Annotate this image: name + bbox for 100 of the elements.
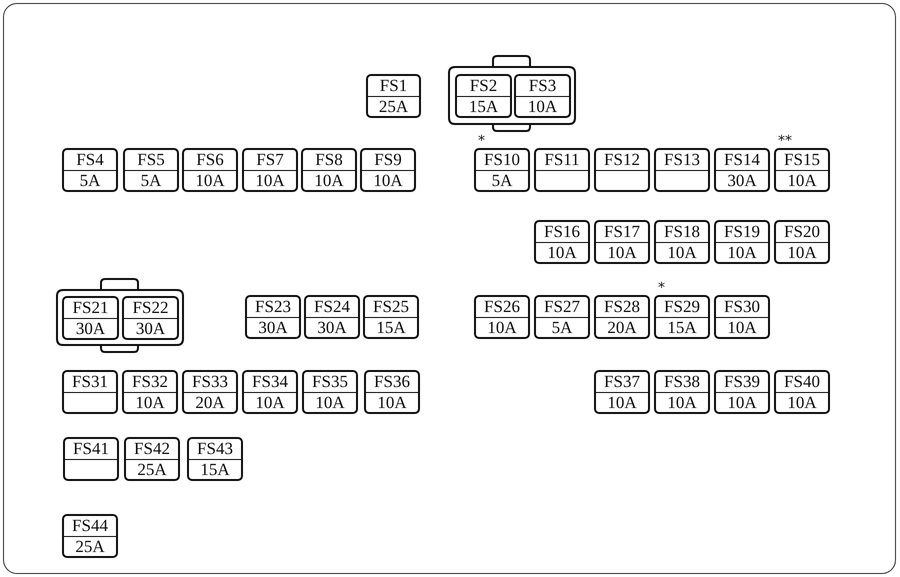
- fuse: [594, 295, 650, 339]
- fuse: [654, 295, 710, 339]
- fuse-label: FS40: [784, 373, 820, 390]
- fuse-label: FS8: [315, 151, 343, 168]
- fuse: [774, 220, 830, 264]
- fuse-rating: 10A: [727, 318, 757, 336]
- fuse-label: FS4: [76, 151, 104, 168]
- fuse-rating: 10A: [787, 394, 817, 411]
- fuse-label: FS23: [255, 298, 291, 316]
- fuse: [122, 296, 179, 340]
- fuse-rating: 10A: [315, 394, 345, 411]
- fuse-label: FS35: [312, 373, 348, 390]
- fuse-label: FS31: [72, 373, 108, 390]
- fuse-rating: 15A: [667, 318, 697, 336]
- fuse: [62, 296, 119, 340]
- fuse-label: FS26: [484, 298, 520, 316]
- fuse-label: FS21: [72, 299, 108, 316]
- fuse-label: FS20: [784, 223, 820, 240]
- fuse: [182, 370, 238, 414]
- fuse: [594, 370, 650, 414]
- fuse: [714, 148, 770, 192]
- fuse: [534, 220, 590, 264]
- fuse-rating: 15A: [468, 98, 498, 115]
- fuse-rating: 5A: [492, 172, 512, 189]
- fuse-label: FS1: [380, 77, 408, 94]
- fuse-label: FS38: [664, 373, 700, 390]
- fuse: [187, 437, 243, 481]
- fuse-label: FS30: [724, 298, 760, 316]
- fuse-label: FS5: [137, 151, 165, 168]
- fuse-label: FS10: [484, 151, 520, 168]
- fuse: [714, 295, 770, 339]
- fuse-label: FS34: [252, 373, 288, 390]
- fuse-rating: 10A: [487, 318, 517, 336]
- fuse-rating: 10A: [377, 394, 407, 411]
- fuse-rating: 15A: [376, 318, 406, 336]
- fuse-label: FS14: [724, 151, 760, 168]
- fuse: [654, 370, 710, 414]
- fuse: [514, 74, 571, 118]
- fuse-rating: 10A: [135, 394, 165, 411]
- fuse-rating: 30A: [727, 172, 757, 189]
- fuse-rating: 10A: [787, 244, 817, 261]
- fuse-label: FS16: [544, 223, 580, 240]
- fuse-label: FS29: [664, 298, 700, 316]
- fuse: [301, 148, 357, 192]
- fuse-holder: [56, 278, 184, 353]
- fuse: [534, 295, 590, 339]
- fuse-label: FS15: [784, 151, 820, 168]
- fuse: [242, 370, 298, 414]
- footnote-mark: *: [658, 282, 665, 292]
- fuse-label: FS13: [664, 151, 700, 168]
- fuse-rating: 10A: [195, 172, 225, 189]
- fuse-label: FS2: [470, 77, 498, 94]
- fuse-label: FS9: [374, 151, 402, 168]
- fuse: [360, 148, 416, 192]
- fuse: [363, 295, 419, 339]
- fuse-label: FS32: [132, 373, 168, 390]
- fuse: [366, 74, 421, 118]
- fuse: [122, 370, 178, 414]
- fuse: [774, 370, 830, 414]
- fuse-label: FS3: [528, 77, 556, 94]
- fuse-label: FS39: [724, 373, 760, 390]
- fuse-label: FS17: [604, 223, 640, 240]
- fuse-label: FS22: [132, 299, 168, 316]
- fuse-label: FS41: [73, 440, 109, 458]
- fuse-rating: 10A: [727, 244, 757, 261]
- fuse: [62, 370, 118, 414]
- fuse: [62, 148, 118, 192]
- fuse-rating: 5A: [80, 172, 100, 189]
- fuse-label: FS44: [72, 517, 108, 534]
- fuse: [714, 220, 770, 264]
- fuse-rating: 10A: [607, 244, 637, 261]
- fuse-rating: 10A: [667, 244, 697, 261]
- fuse-rating: 15A: [200, 460, 230, 478]
- fuse-rating: 10A: [547, 244, 577, 261]
- fuse-rating: 30A: [136, 320, 166, 337]
- fuse-rating: 30A: [76, 320, 106, 337]
- fuse-rating: 20A: [607, 318, 637, 336]
- fuse-label: FS24: [314, 298, 350, 316]
- fuse-label: FS27: [544, 298, 580, 316]
- fuse-label: FS25: [373, 298, 409, 316]
- fuse-label: FS42: [134, 440, 170, 458]
- fuse: [474, 148, 530, 192]
- fuse-rating: 10A: [255, 394, 285, 411]
- fuse: [302, 370, 358, 414]
- fuse: [123, 148, 179, 192]
- fuse: [654, 220, 710, 264]
- fuse-label: FS43: [197, 440, 233, 458]
- fuse-label: FS37: [604, 373, 640, 390]
- fuse-rating: 25A: [75, 538, 105, 555]
- fuse-rating: 10A: [607, 394, 637, 411]
- fuse-label: FS28: [604, 298, 640, 316]
- fuse: [182, 148, 238, 192]
- fuse-rating: 10A: [373, 172, 403, 189]
- fuse-label: FS6: [196, 151, 224, 168]
- fuse-label: FS18: [664, 223, 700, 240]
- fuse: [594, 220, 650, 264]
- fuse-rating: 10A: [727, 394, 757, 411]
- fuse-label: FS7: [256, 151, 284, 168]
- fuse: [455, 74, 512, 118]
- fuse: [594, 148, 650, 192]
